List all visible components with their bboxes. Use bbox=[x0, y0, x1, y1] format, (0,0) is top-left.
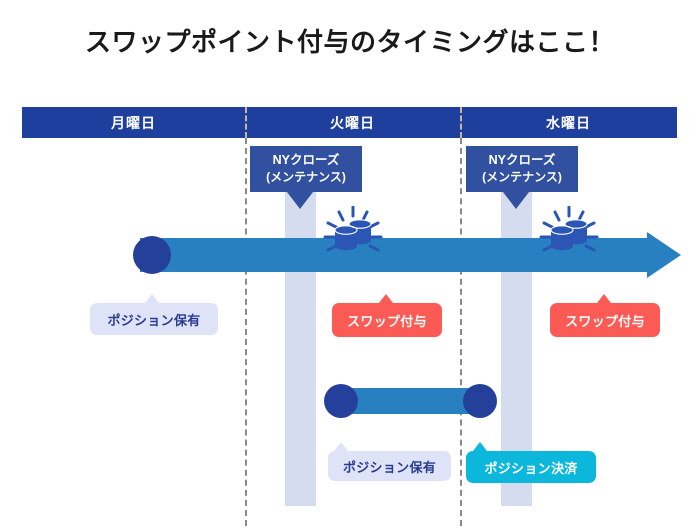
chip-position-hold-main: ポジション保有 bbox=[90, 303, 218, 335]
chip-pointer-position-close bbox=[473, 442, 487, 451]
chip-pointer-position-hold-second bbox=[334, 442, 348, 451]
ny-close-callout-wednesday: NYクローズ (メンテナンス) bbox=[466, 146, 578, 192]
ny-close-line2: (メンテナンス) bbox=[482, 170, 562, 185]
chip-label: ポジション決済 bbox=[484, 460, 578, 476]
chip-label: ポジション保有 bbox=[342, 459, 437, 475]
chip-position-close: ポジション決済 bbox=[466, 451, 596, 483]
ny-close-pointer-wednesday bbox=[503, 192, 529, 209]
ny-close-line2: (メンテナンス) bbox=[266, 170, 346, 185]
ny-close-line1: NYクローズ bbox=[488, 153, 556, 168]
chip-swap-wednesday: スワップ付与 bbox=[550, 303, 660, 337]
ny-close-callout-tuesday: NYクローズ (メンテナンス) bbox=[250, 146, 362, 192]
ny-close-pointer-tuesday bbox=[287, 192, 313, 209]
chip-swap-tuesday: スワップ付与 bbox=[332, 303, 442, 337]
chip-label: ポジション保有 bbox=[107, 312, 201, 328]
chip-label: スワップ付与 bbox=[565, 313, 645, 329]
timeline-arrow-head bbox=[647, 232, 681, 278]
chip-pointer-swap-tuesday bbox=[379, 294, 393, 303]
maintenance-band-tuesday bbox=[285, 176, 316, 506]
weekday-header-monday: 月曜日 bbox=[111, 114, 156, 131]
position-close-marker-second bbox=[463, 384, 497, 418]
day-divider-tue-wed bbox=[460, 138, 462, 526]
coin-stack-icon-wednesday bbox=[538, 205, 600, 258]
chip-pointer-position-hold-main bbox=[145, 294, 159, 303]
day-divider-mon-tue bbox=[245, 138, 247, 526]
position-open-marker-main bbox=[133, 236, 171, 274]
ny-close-line1: NYクローズ bbox=[272, 153, 340, 168]
coin-stack-icon-tuesday bbox=[322, 205, 384, 258]
weekday-header-wednesday: 水曜日 bbox=[546, 114, 591, 131]
header-divider-mon-tue bbox=[245, 107, 247, 138]
chip-position-hold-second: ポジション保有 bbox=[328, 451, 451, 481]
chip-pointer-swap-wednesday bbox=[597, 294, 611, 303]
weekday-header-bar: 月曜日 火曜日 水曜日 bbox=[22, 107, 677, 138]
chip-label: スワップ付与 bbox=[347, 313, 427, 329]
header-divider-tue-wed bbox=[460, 107, 462, 138]
page-title: スワップポイント付与のタイミングはここ！ bbox=[84, 27, 615, 57]
position-open-marker-second bbox=[324, 384, 358, 418]
weekday-header-tuesday: 火曜日 bbox=[330, 114, 375, 131]
